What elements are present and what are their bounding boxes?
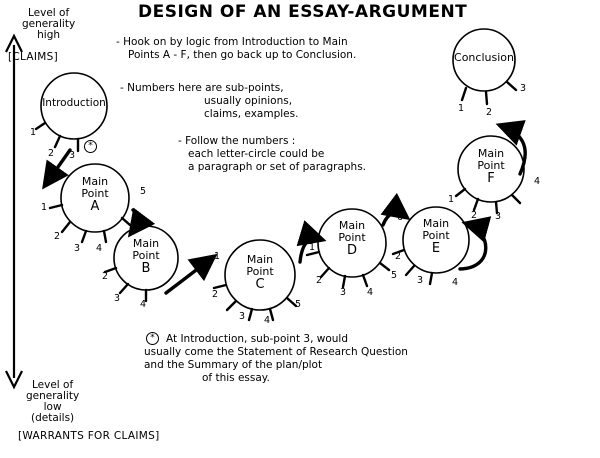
flow-arrows [42,120,527,295]
point-f-subpoint-2: 2 [471,210,478,221]
introduction-subpoint-3: 3 [69,150,76,161]
main-point-e-label: Main Point E [422,217,450,256]
point-e-subpoint-3: 3 [417,275,424,286]
conclusion-circle [452,28,516,92]
point-e-subpoint-4: 4 [452,277,459,288]
point-a-subpoint-5: 5 [140,186,147,197]
axis-top-tag: [CLAIMS] [8,51,59,63]
point-d-subpoint-5: 5 [391,270,398,281]
point-e-subpoint-2: 2 [395,251,402,262]
point-c-subpoint-1: 1 [214,251,221,262]
diagram-title: DESIGN OF AN ESSAY-ARGUMENT [138,2,468,22]
conclusion-label: Conclusion [454,51,514,64]
footnote-text: At Introduction, sub-point 3, would usua… [144,333,408,384]
main-point-f-label: Main Point F [477,147,505,186]
arrow-d-to-e [380,192,411,227]
arrow-intro-to-a [42,148,72,190]
introduction-subpoint-2: 2 [48,148,55,159]
main-point-b-label: Main Point B [132,237,160,276]
point-a-subpoint-4: 4 [96,243,103,254]
axis-top-label: Level of generality high [22,7,76,41]
point-c-subpoint-5: 5 [295,299,302,310]
main-point-a-circle [60,163,130,233]
axis-bottom-label: Level of generality low (details) [26,379,80,424]
introduction-subpoint-1: 1 [30,127,37,138]
note-hook: - Hook on by logic from Introduction to … [116,36,357,61]
main-point-c-circle [224,239,296,311]
footnote-asterisk-icon: * [146,332,159,345]
axis-bottom-tag: [WARRANTS FOR CLAIMS] [18,430,160,442]
point-a-subpoint-3: 3 [74,243,81,254]
arrow-c-to-d [296,220,327,264]
generality-axis-arrow [5,33,23,390]
point-d-subpoint-1: 1 [309,242,316,253]
point-d-subpoint-2: 2 [316,275,323,286]
point-a-subpoint-2: 2 [54,231,61,242]
point-f-subpoint-4: 4 [534,176,541,187]
conclusion-subpoint-1: 1 [458,103,465,114]
introduction-asterisk-icon: * [84,140,97,153]
main-point-f-circle [457,135,525,203]
note-numbers: - Numbers here are sub-points, usually o… [120,82,299,120]
point-b-subpoint-4: 4 [140,299,147,310]
main-point-a-label: Main Point A [81,175,109,214]
point-d-subpoint-6: 6 [397,212,404,223]
point-d-subpoint-3: 3 [340,287,347,298]
arrow-f-to-conclusion [495,120,527,176]
sub-point-ticks [34,80,522,322]
introduction-circle [40,72,108,140]
introduction-label: Introduction [42,97,106,109]
arrow-a-to-b [127,207,156,238]
conclusion-subpoint-2: 2 [486,107,493,118]
point-a-subpoint-1: 1 [41,202,48,213]
point-f-subpoint-3: 3 [495,211,502,222]
conclusion-subpoint-3: 3 [520,83,527,94]
point-d-subpoint-4: 4 [367,287,374,298]
point-f-subpoint-1: 1 [448,194,455,205]
arrow-e-to-f [458,216,492,271]
point-c-subpoint-4: 4 [264,315,271,326]
main-point-d-label: Main Point D [338,219,366,258]
note-follow: - Follow the numbers : each letter-circl… [178,135,367,173]
point-b-subpoint-3: 3 [114,293,121,304]
point-c-subpoint-3: 3 [239,311,246,322]
main-point-c-label: Main Point C [246,253,274,292]
point-c-subpoint-2: 2 [212,289,219,300]
point-b-subpoint-2: 2 [102,271,109,282]
arrow-b-to-c [164,253,218,295]
